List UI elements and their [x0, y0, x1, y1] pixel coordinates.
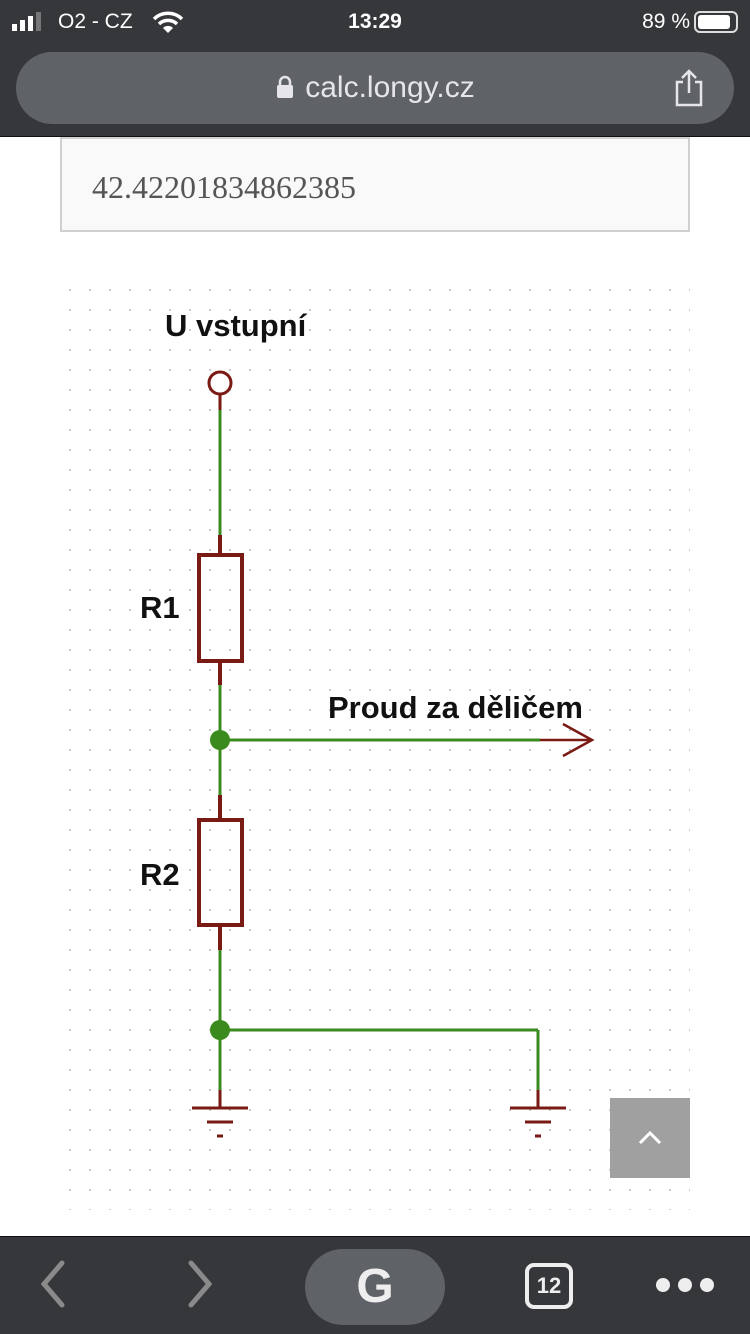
result-output: 42.42201834862385 — [60, 137, 690, 232]
clock: 13:29 — [348, 10, 402, 33]
r2-label: R2 — [140, 857, 180, 892]
url-text: calc.longy.cz — [305, 71, 475, 104]
ground-icon — [510, 1090, 566, 1138]
battery-percent: 89 % — [642, 10, 690, 33]
lock-icon — [277, 75, 294, 98]
scroll-to-top-button[interactable] — [610, 1098, 690, 1178]
input-terminal — [207, 370, 233, 410]
voltage-divider-diagram: U vstupní R1 R2 Proud za děličem — [60, 280, 690, 1210]
back-button[interactable] — [38, 1259, 68, 1309]
output-current-label: Proud za děličem — [328, 690, 583, 725]
browser-bottom-bar: G 12 — [0, 1236, 750, 1334]
battery-icon — [694, 11, 738, 33]
tabs-button[interactable]: 12 — [525, 1263, 573, 1309]
wifi-icon — [152, 11, 184, 33]
signal-icon — [12, 12, 41, 31]
address-bar[interactable]: calc.longy.cz — [16, 52, 734, 124]
google-search-button[interactable]: G — [305, 1249, 445, 1325]
junction-dot — [210, 730, 230, 750]
more-options-icon[interactable] — [655, 1277, 715, 1293]
status-bar: O2 - CZ 13:29 89 % — [0, 8, 750, 38]
resistor-r2 — [197, 795, 244, 950]
browser-top-bar: O2 - CZ 13:29 89 % calc.longy.cz — [0, 0, 750, 137]
ground-icon — [192, 1090, 248, 1138]
input-voltage-label: U vstupní — [165, 308, 307, 343]
carrier-label: O2 - CZ — [58, 10, 133, 33]
share-icon[interactable] — [672, 68, 706, 108]
output-arrow-icon — [540, 722, 595, 758]
wires — [218, 410, 540, 1090]
resistor-r1 — [197, 535, 244, 685]
forward-button[interactable] — [185, 1259, 215, 1309]
r1-label: R1 — [140, 590, 180, 625]
junction-dot — [210, 1020, 230, 1040]
chevron-up-icon — [638, 1130, 662, 1145]
